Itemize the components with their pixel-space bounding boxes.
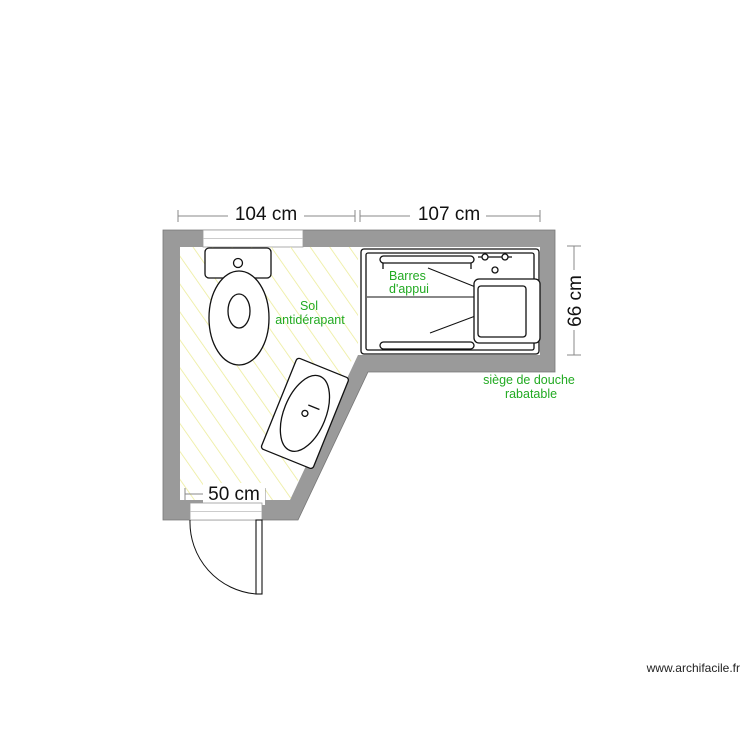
seat-label-line2: rabatable	[505, 387, 557, 401]
door-icon	[189, 502, 263, 595]
dimension-top-left: 104 cm	[235, 204, 297, 225]
dimension-right-depth: 66 cm	[565, 275, 586, 327]
dimension-door: 50 cm	[208, 484, 260, 505]
floor-label-line1: Sol	[300, 299, 318, 313]
washbasin-icon	[260, 357, 349, 470]
grab-bars-label-line2: d'appui	[389, 282, 429, 296]
floor-label-line2: antidérapant	[275, 313, 345, 327]
grab-bars-icon	[379, 255, 475, 350]
grab-bars-label-line1: Barres	[389, 269, 426, 283]
toilet-icon	[204, 247, 272, 366]
folding-shower-seat-icon	[473, 278, 541, 344]
credit-text: www.archifacile.fr	[646, 661, 740, 675]
window	[202, 229, 304, 248]
seat-leader-lines	[367, 267, 479, 334]
dimension-top-right: 107 cm	[418, 204, 480, 225]
seat-label-line1: siège de douche	[483, 373, 575, 387]
